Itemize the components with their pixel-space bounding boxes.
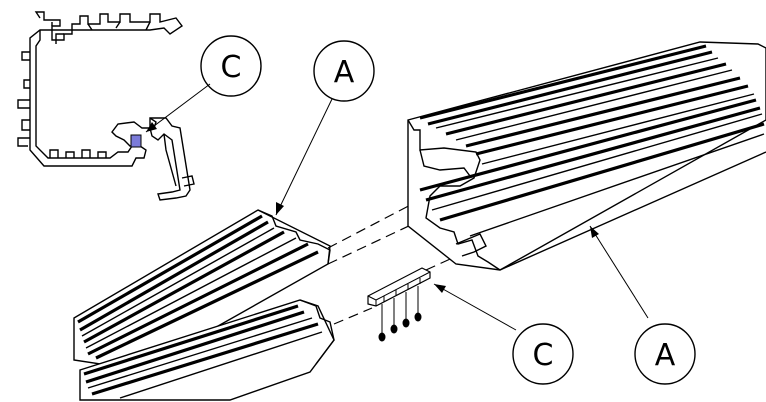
right-groove-6: [465, 76, 741, 148]
connector-screw-2: [390, 324, 398, 334]
left-upper-groove-4: [83, 230, 285, 344]
leader-line-top-a: [275, 98, 333, 216]
connector-screw-1: [378, 332, 386, 342]
right-groove-10: [425, 106, 761, 202]
left-lower-groove-5: [119, 331, 323, 399]
left-lower-groove-4: [91, 322, 319, 396]
right-end-inner: [419, 149, 471, 177]
profile-outer-contour: [29, 11, 184, 167]
right-groove-7: [475, 84, 749, 156]
connector-screw-4: [414, 312, 422, 322]
alignment-line-1: [327, 199, 421, 249]
right-groove-12: [439, 122, 765, 222]
left-upper-end-profile: [257, 209, 331, 265]
left-lower-end-profile: [299, 299, 335, 365]
leader-line-bottom-c: [433, 283, 517, 331]
right-groove-1: [419, 44, 707, 120]
callout-bottom-c-label: C: [533, 338, 554, 373]
connector-screw-3: [402, 318, 410, 328]
right-groove-9: [419, 98, 757, 192]
callout-top-a-label: A: [334, 55, 355, 90]
right-groove-5: [455, 69, 733, 141]
left-lower-groove-2: [85, 310, 305, 384]
leader-arrow-top-a: [276, 202, 284, 215]
profile-side-attachment: [149, 117, 191, 201]
profile-bottom-teeth: [49, 149, 107, 158]
profile-side-inner: [163, 133, 195, 187]
connector-part-c: [367, 267, 431, 342]
right-connector-slot: [455, 233, 487, 257]
left-lower-groove-1: [83, 304, 299, 376]
cross-section-inset: [17, 11, 211, 201]
profile-top-detail: [51, 21, 151, 44]
left-upper-groove-6: [87, 242, 309, 356]
callout-top-c-label: C: [221, 50, 242, 85]
right-bottom-edge: [499, 151, 766, 271]
leader-line-top-c: [145, 83, 211, 133]
left-upper-groove-2: [79, 220, 269, 332]
leader-arrow-bottom-c: [434, 284, 446, 293]
connector-body: [367, 267, 431, 307]
left-upper-groove-5: [85, 237, 297, 349]
right-groove-4: [445, 62, 727, 136]
alignment-line-3: [333, 307, 373, 325]
leader-arrow-top-c: [146, 122, 157, 132]
alignment-line-2: [327, 215, 431, 265]
profile-left-ribs: [17, 51, 30, 147]
leader-arrow-bottom-a: [590, 226, 599, 238]
callout-bottom-a-label: A: [655, 338, 676, 373]
profile-inner-contour: [35, 30, 133, 159]
left-upper-groove-7: [95, 250, 319, 360]
right-groove-11: [431, 113, 763, 211]
callout-bottom-c: C: [512, 323, 574, 385]
left-upper-groove-3: [81, 227, 275, 337]
right-extrusion: [407, 41, 766, 271]
left-upper-groove-1: [77, 214, 263, 324]
right-groove-3: [435, 57, 719, 129]
callout-top-a: A: [313, 40, 375, 102]
callout-top-c: C: [200, 35, 262, 97]
callout-bottom-a: A: [634, 323, 696, 385]
right-groove-13: [469, 133, 765, 237]
right-groove-2: [427, 50, 713, 126]
connector-highlight: [130, 134, 142, 148]
left-lower-groove-3: [87, 317, 313, 389]
left-extrusion-lower: [79, 299, 335, 401]
right-groove-8: [481, 93, 755, 165]
leader-line-bottom-a: [589, 225, 649, 319]
